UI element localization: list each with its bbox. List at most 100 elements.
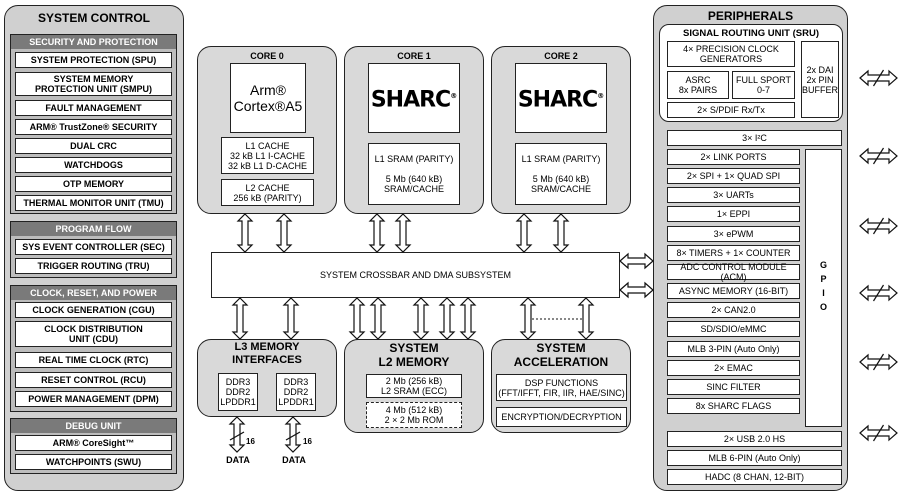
arm-cortex-box: Arm® Cortex®A5 [230, 63, 306, 133]
bus-arrow [412, 297, 430, 340]
core1-sharc-logo: SHARC® [370, 87, 458, 113]
precision-clock-box: 4× PRECISION CLOCK GENERATORS [667, 41, 795, 67]
core2-sram-type: SRAM/CACHE [530, 184, 591, 194]
l2-rom-box: 4 Mb (512 kB) 2 × 2 Mb ROM [366, 402, 462, 428]
peripheral-item: 2× SPI + 1× QUAD SPI [667, 168, 800, 184]
cdu-box: CLOCK DISTRIBUTION UNIT (CDU) [15, 321, 172, 347]
bus-arrow [619, 252, 654, 270]
ddr-a-line2: DDR2 [225, 387, 251, 397]
core1-sram-type: SRAM/CACHE [383, 184, 444, 194]
data-label-a: DATA [226, 455, 250, 465]
peripheral-item: 3× UARTs [667, 187, 800, 203]
cdu-label: CLOCK DISTRIBUTION UNIT (CDU) [44, 324, 143, 344]
peripheral-item: 8× TIMERS + 1× COUNTER [667, 245, 800, 261]
fault-management-box: FAULT MANAGEMENT [15, 100, 172, 116]
bus-slash [872, 217, 885, 235]
core1-sharc-box: SHARC® [368, 63, 460, 133]
peripheral-item: 2× CAN2.0 [667, 302, 800, 318]
ddr-b-line2: DDR2 [283, 387, 309, 397]
tru-box: TRIGGER ROUTING (TRU) [15, 258, 172, 274]
ddr-b-line3: LPDDR1 [278, 397, 314, 407]
l2-sram-size: 2 Mb (256 kB) [385, 376, 443, 386]
crossbar-box: SYSTEM CROSSBAR AND DMA SUBSYSTEM [211, 252, 620, 298]
asrc-line2: 8x PAIRS [678, 85, 718, 95]
bus-arrow [228, 416, 246, 453]
l2-rom-type: 2 × 2 Mb ROM [384, 415, 444, 425]
ddr-a-line3: LPDDR1 [220, 397, 256, 407]
core1-sram-title: L1 SRAM (PARITY) [374, 154, 454, 164]
peripheral-item: MLB 3-PIN (Auto Only) [667, 341, 800, 357]
full-sport-box: FULL SPORT 0-7 [732, 71, 795, 99]
debug-header: DEBUG UNIT [11, 419, 176, 433]
cgu-box: CLOCK GENERATION (CGU) [15, 302, 172, 318]
bus-arrow [519, 297, 537, 340]
asrc-line1: ASRC [685, 75, 711, 85]
encryption-box: ENCRYPTION/DECRYPTION [496, 407, 627, 427]
system-control-title: SYSTEM CONTROL [37, 11, 150, 25]
dpm-box: POWER MANAGEMENT (DPM) [15, 391, 172, 407]
l3-title-line1: L3 MEMORY [234, 341, 300, 353]
bus-slash [872, 284, 885, 302]
bus-arrow [368, 213, 386, 253]
arm-logo-line1: Arm® [250, 82, 286, 98]
precision-clock-line1: 4× PRECISION CLOCK [683, 44, 779, 54]
bus-arrow [231, 297, 249, 340]
accel-title-line2: ACCELERATION [513, 355, 609, 369]
l2-cache-size: 256 kB (PARITY) [233, 192, 302, 203]
peripheral-item: SINC FILTER [667, 379, 800, 395]
l2-title-line2: L2 MEMORY [378, 355, 450, 369]
ddr-box-a: DDR3 DDR2 LPDDR1 [218, 373, 258, 411]
peripheral-item: 2× EMAC [667, 360, 800, 376]
trustzone-box: ARM® TrustZone® SECURITY [15, 119, 172, 135]
data-label-b: DATA [282, 455, 306, 465]
gpio-label: GPIO [818, 260, 829, 316]
bus-slash [872, 424, 885, 442]
bus-arrow [459, 297, 477, 340]
tmu-box: THERMAL MONITOR UNIT (TMU) [15, 195, 172, 211]
bus-arrow [394, 213, 412, 253]
spdif-box: 2× S/PDIF Rx/Tx [667, 102, 795, 118]
l2-rom-size: 4 Mb (512 kB) [385, 405, 443, 415]
ddr-b-line1: DDR3 [283, 377, 309, 387]
bus-width-b: 16 [303, 437, 312, 446]
full-sport-line1: FULL SPORT [735, 75, 791, 85]
l3-title: L3 MEMORY INTERFACES [197, 341, 337, 367]
mlb6-box: MLB 6-PIN (Auto Only) [667, 450, 842, 466]
spu-box: SYSTEM PROTECTION (SPU) [15, 52, 172, 68]
bus-arrow [284, 416, 302, 453]
l2-cache-box: L2 CACHE 256 kB (PARITY) [221, 179, 314, 206]
peripheral-item: ASYNC MEMORY (16-BIT) [667, 283, 800, 299]
core0-title: CORE 0 [250, 51, 284, 61]
otp-memory-box: OTP MEMORY [15, 176, 172, 192]
l1-cache-box: L1 CACHE 32 kB L1 I-CACHE 32 kB L1 D-CAC… [221, 137, 314, 174]
l3-title-line2: INTERFACES [232, 354, 302, 366]
l1-dcache: 32 kB L1 D-CACHE [227, 160, 308, 171]
watchdogs-box: WATCHDOGS [15, 157, 172, 173]
l2-title-line1: SYSTEM [389, 341, 439, 355]
peripheral-item: 8x SHARC FLAGS [667, 398, 800, 414]
core2-sram-title: L1 SRAM (PARITY) [521, 154, 601, 164]
core1-sram-size: 5 Mb (640 kB) [385, 174, 443, 184]
bus-arrow [515, 213, 533, 253]
core1-title: CORE 1 [397, 51, 431, 61]
l2-sram-type: L2 SRAM (ECC) [380, 386, 447, 396]
hadc-box: HADC (8 CHAN, 12-BIT) [667, 469, 842, 485]
peripheral-item: 1× EPPI [667, 206, 800, 222]
sec-box: SYS EVENT CONTROLLER (SEC) [15, 239, 172, 255]
coresight-box: ARM® CoreSight™ [15, 435, 172, 451]
accel-title: SYSTEM ACCELERATION [491, 341, 631, 369]
bus-arrow [275, 213, 293, 253]
bus-arrow [348, 297, 366, 340]
peripheral-item: ADC CONTROL MODULE (ACM) [667, 262, 800, 282]
sru-title: SIGNAL ROUTING UNIT (SRU) [683, 28, 819, 39]
bus-slash [285, 431, 301, 441]
l1-cache-title: L1 CACHE [245, 140, 290, 151]
dai-line3: BUFFER [802, 84, 838, 95]
accel-title-line1: SYSTEM [536, 341, 586, 355]
rtc-box: REAL TIME CLOCK (RTC) [15, 352, 172, 368]
core2-sharc-logo: SHARC® [517, 87, 605, 113]
smpu-box: SYSTEM MEMORY PROTECTION UNIT (SMPU) [15, 72, 172, 96]
dsp-functions-list: (FFT/IFFT, FIR, IIR, HAE/SINC) [498, 387, 625, 398]
i2c-box: 3× I²C [667, 130, 842, 146]
